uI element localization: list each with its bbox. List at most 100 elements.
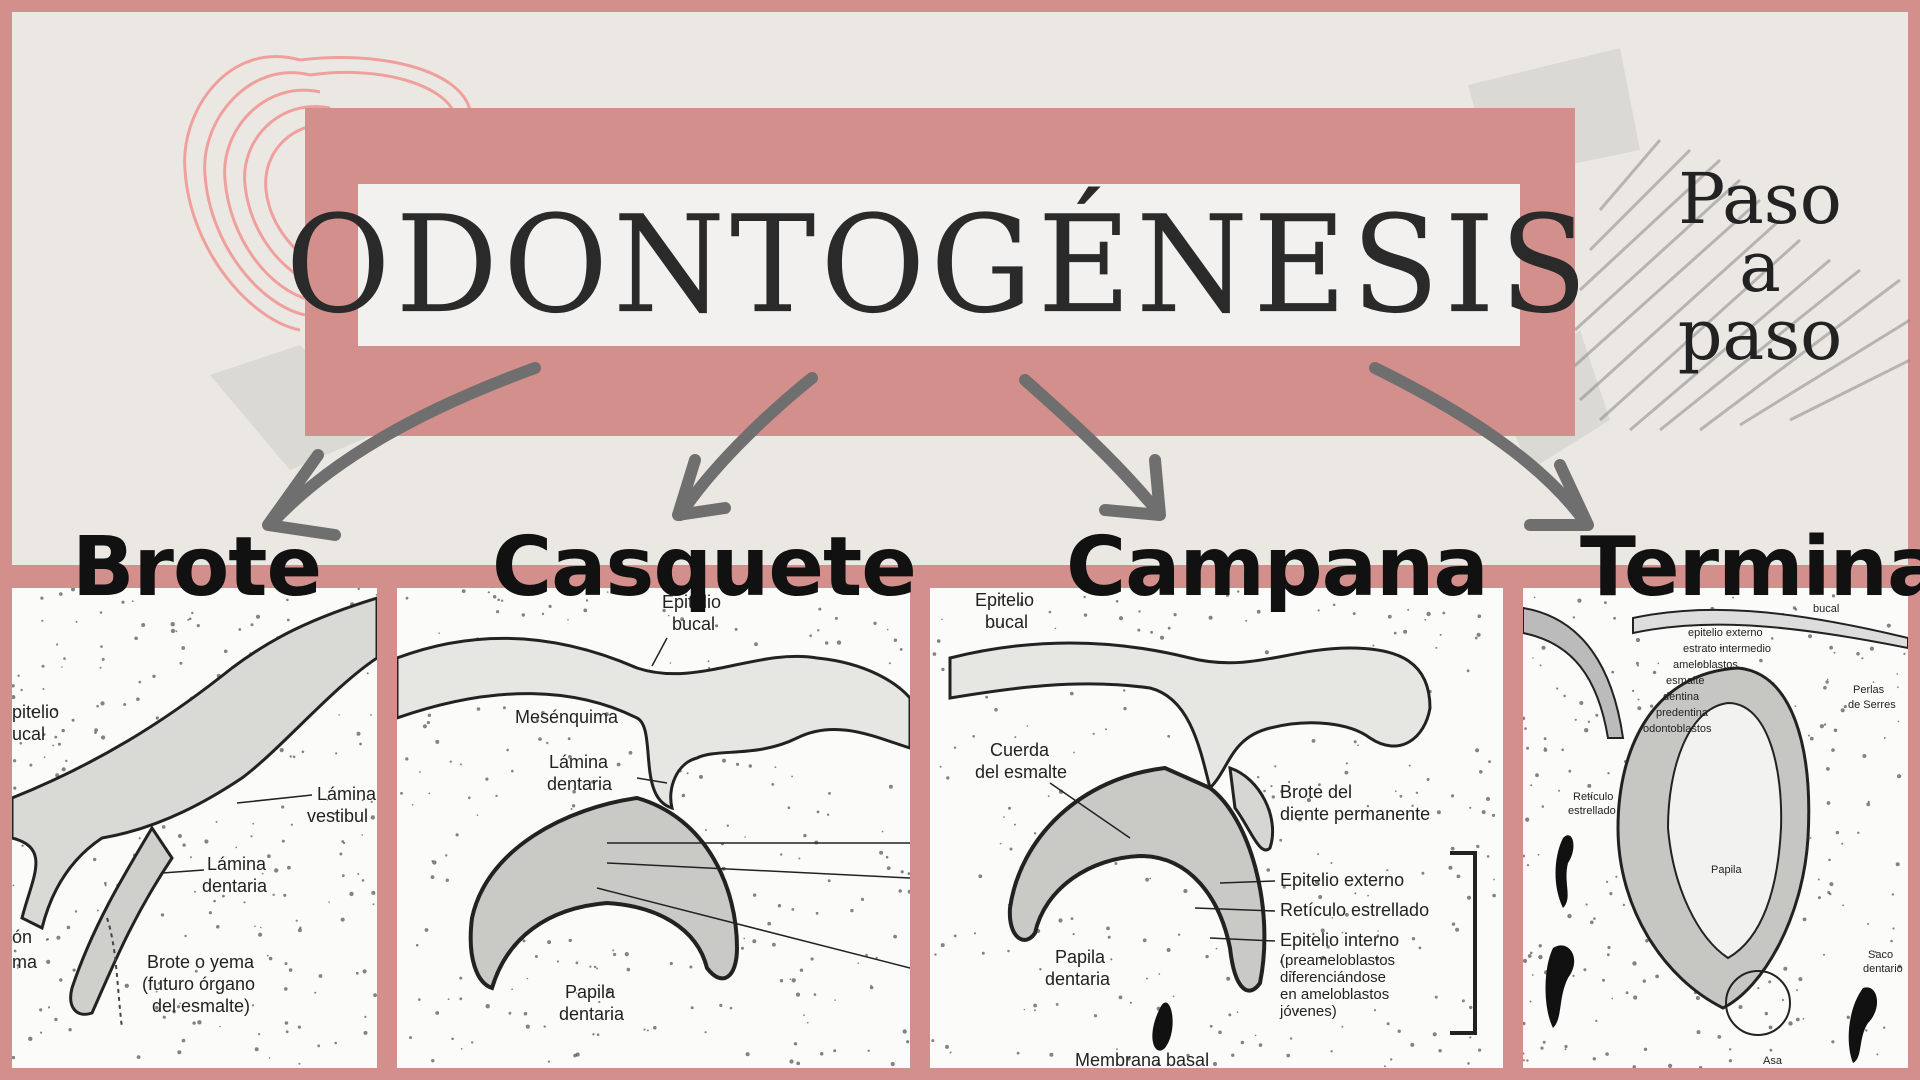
stipple-dot	[626, 967, 631, 972]
stipple-dot	[593, 965, 597, 969]
arrow-to-terminal	[1369, 362, 1594, 531]
dental-papilla	[1666, 701, 1783, 960]
stipple-dot	[1572, 974, 1575, 977]
stipple-dot	[1869, 646, 1874, 651]
label: (futuro órgano	[142, 974, 255, 994]
stipple-dot	[1817, 896, 1821, 900]
stipple-dot	[12, 695, 16, 700]
stipple-dot	[42, 688, 45, 690]
stipple-dot	[99, 666, 102, 669]
stipple-dot	[1474, 636, 1478, 640]
stipple-dot	[1341, 1025, 1344, 1028]
label: Retículo estrellado	[1280, 900, 1429, 920]
stipple-dot	[362, 969, 367, 974]
stipple-dot	[1218, 1030, 1222, 1035]
stipple-dot	[836, 640, 842, 645]
stipple-dot	[1796, 989, 1798, 992]
stipple-dot	[1856, 652, 1860, 656]
stipple-dot	[1604, 601, 1607, 604]
stipple-dot	[1809, 736, 1814, 741]
stipple-dot	[900, 870, 904, 874]
stipple-dot	[1110, 958, 1113, 961]
stipple-dot	[1421, 871, 1425, 875]
stipple-dot	[286, 598, 289, 602]
stipple-dot	[881, 830, 884, 833]
stage-label-casquete: Casquete	[492, 520, 917, 615]
stipple-dot	[461, 589, 466, 593]
stipple-dot	[1523, 854, 1526, 858]
stipple-dot	[1403, 629, 1408, 634]
stipple-dot	[1475, 748, 1480, 753]
stipple-dot	[787, 806, 791, 809]
stipple-dot	[455, 833, 459, 837]
stipple-dot	[287, 865, 291, 870]
stipple-dot	[506, 748, 509, 752]
stipple-dot	[547, 1060, 550, 1063]
label: Brote o yema	[147, 952, 255, 972]
stipple-dot	[1123, 706, 1127, 711]
stipple-dot	[906, 1040, 910, 1044]
stipple-dot	[1450, 846, 1455, 851]
stipple-dot	[653, 1025, 657, 1030]
label: dentaria	[1045, 969, 1111, 989]
stipple-dot	[1258, 1043, 1263, 1047]
stipple-dot	[54, 735, 58, 739]
stipple-dot	[101, 735, 106, 740]
stipple-dot	[21, 844, 24, 847]
stipple-dot	[285, 1030, 289, 1034]
stipple-dot	[1632, 961, 1637, 966]
stipple-dot	[686, 772, 689, 775]
stipple-dot	[1542, 1040, 1546, 1044]
stipple-dot	[272, 893, 275, 896]
stipple-dot	[1331, 917, 1334, 919]
stipple-dot	[250, 835, 253, 838]
stipple-dot	[411, 804, 414, 806]
stipple-dot	[338, 714, 340, 716]
stipple-dot	[1366, 804, 1370, 808]
label: Membrana basal	[1075, 1050, 1209, 1068]
stipple-dot	[1115, 600, 1119, 603]
arrow-to-casquete	[672, 372, 818, 521]
stipple-dot	[1357, 744, 1359, 747]
stipple-dot	[1583, 968, 1587, 972]
stipple-dot	[1538, 954, 1543, 960]
stipple-dot	[1177, 933, 1181, 936]
stipple-dot	[568, 754, 572, 759]
stipple-dot	[860, 897, 865, 901]
stipple-dot	[428, 792, 431, 795]
stipple-dot	[435, 1011, 440, 1015]
stipple-dot	[612, 949, 615, 952]
stipple-dot	[419, 771, 421, 773]
stipple-dot	[1817, 878, 1820, 881]
stipple-dot	[292, 755, 296, 759]
stipple-dot	[907, 872, 910, 875]
stipple-dot	[1759, 658, 1763, 663]
stipple-dot	[1876, 1053, 1879, 1056]
enamel-organ-cap	[468, 795, 740, 991]
stipple-dot	[1558, 789, 1561, 792]
stipple-dot	[427, 713, 432, 717]
stipple-dot	[1668, 1063, 1673, 1068]
stipple-dot	[789, 978, 792, 981]
stipple-dot	[1383, 1065, 1386, 1068]
stipple-dot	[1116, 1048, 1118, 1051]
stipple-dot	[681, 793, 686, 798]
stipple-dot	[371, 890, 376, 895]
stipple-dot	[179, 1002, 182, 1005]
stipple-dot	[931, 1039, 935, 1043]
stipple-dot	[184, 934, 187, 938]
stipple-dot	[1657, 662, 1660, 665]
stipple-dot	[791, 908, 795, 911]
stipple-dot	[1696, 1030, 1701, 1035]
stipple-dot	[1738, 1005, 1743, 1009]
stipple-dot	[243, 901, 246, 904]
stipple-dot	[809, 634, 812, 637]
stipple-dot	[941, 618, 943, 621]
stipple-dot	[825, 641, 829, 645]
stipple-dot	[1282, 885, 1286, 889]
stipple-dot	[29, 763, 33, 767]
stipple-dot	[1225, 594, 1229, 597]
stipple-dot	[1768, 1025, 1773, 1030]
stipple-dot	[534, 955, 538, 958]
stipple-dot	[258, 1033, 261, 1036]
